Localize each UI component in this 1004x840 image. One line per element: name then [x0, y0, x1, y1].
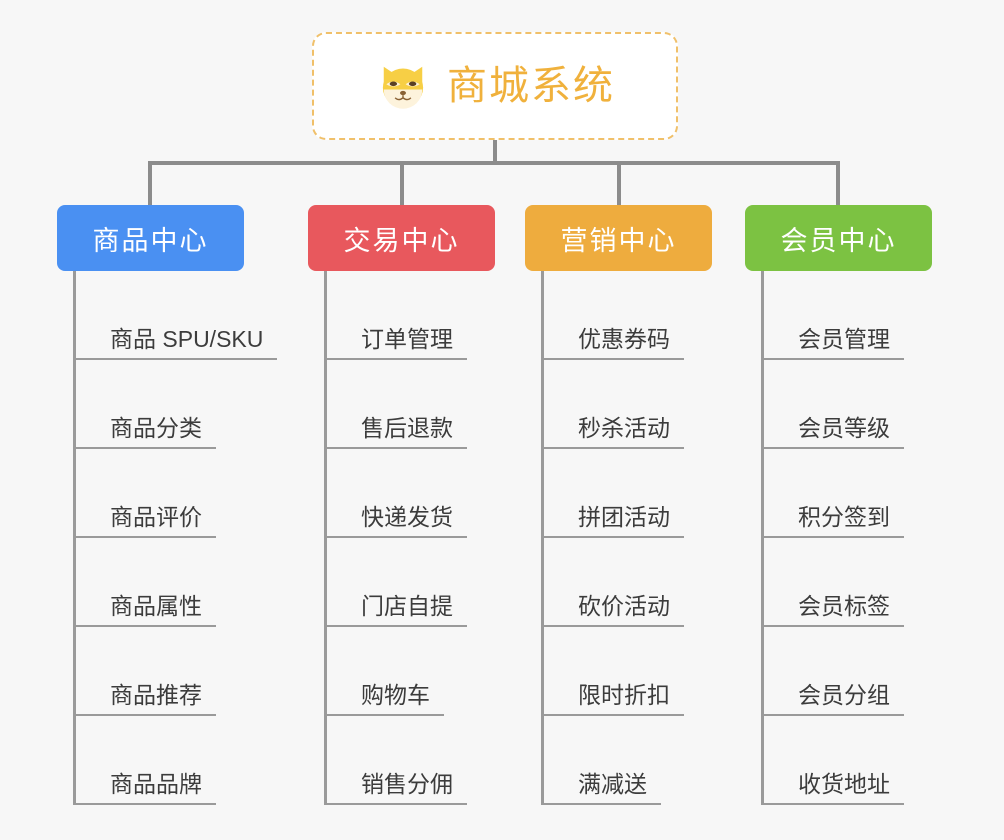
item-label: 门店自提: [327, 592, 467, 627]
connector-bus: [148, 161, 840, 165]
category-label-0: 商品中心: [92, 225, 209, 256]
list-item[interactable]: 门店自提: [327, 538, 538, 627]
item-label: 快递发货: [327, 503, 467, 538]
list-item[interactable]: 会员标签: [764, 538, 975, 627]
list-item[interactable]: 商品 SPU/SKU: [76, 271, 297, 360]
branch-column-0: 商品中心 商品 SPU/SKU 商品分类 商品评价 商品属性 商品推荐 商品品牌: [57, 205, 297, 805]
list-item[interactable]: 砍价活动: [544, 538, 753, 627]
item-label: 商品分类: [76, 414, 216, 449]
list-item[interactable]: 满减送: [544, 716, 753, 805]
branch-column-1: 交易中心 订单管理 售后退款 快递发货 门店自提 购物车 销售分佣: [308, 205, 538, 805]
list-item[interactable]: 会员分组: [764, 627, 975, 716]
category-header-0[interactable]: 商品中心: [57, 205, 244, 271]
connector-drop-3: [836, 161, 840, 205]
list-item[interactable]: 积分签到: [764, 449, 975, 538]
item-label: 会员分组: [764, 681, 904, 716]
list-item[interactable]: 优惠券码: [544, 271, 753, 360]
connector-root-stem: [493, 140, 497, 164]
list-item[interactable]: 销售分佣: [327, 716, 538, 805]
item-label: 商品推荐: [76, 681, 216, 716]
list-item[interactable]: 订单管理: [327, 271, 538, 360]
list-item[interactable]: 商品推荐: [76, 627, 297, 716]
list-item[interactable]: 售后退款: [327, 360, 538, 449]
list-item[interactable]: 拼团活动: [544, 449, 753, 538]
connector-drop-0: [148, 161, 152, 205]
connector-drop-2: [617, 161, 621, 205]
item-label: 秒杀活动: [544, 414, 684, 449]
item-list-0: 商品 SPU/SKU 商品分类 商品评价 商品属性 商品推荐 商品品牌: [73, 271, 297, 805]
category-label-3: 会员中心: [780, 225, 897, 256]
list-item[interactable]: 商品属性: [76, 538, 297, 627]
list-item[interactable]: 商品评价: [76, 449, 297, 538]
item-label: 砍价活动: [544, 592, 684, 627]
branch-column-3: 会员中心 会员管理 会员等级 积分签到 会员标签 会员分组 收货地址: [745, 205, 975, 805]
list-item[interactable]: 商品分类: [76, 360, 297, 449]
item-label: 限时折扣: [544, 681, 684, 716]
item-label: 满减送: [544, 770, 661, 805]
list-item[interactable]: 收货地址: [764, 716, 975, 805]
item-list-2: 优惠券码 秒杀活动 拼团活动 砍价活动 限时折扣 满减送: [541, 271, 753, 805]
list-item[interactable]: 会员等级: [764, 360, 975, 449]
item-label: 商品 SPU/SKU: [76, 325, 278, 360]
list-item[interactable]: 秒杀活动: [544, 360, 753, 449]
list-item[interactable]: 商品品牌: [76, 716, 297, 805]
item-label: 购物车: [327, 681, 444, 716]
root-node[interactable]: 商城系统: [312, 32, 678, 140]
item-list-3: 会员管理 会员等级 积分签到 会员标签 会员分组 收货地址: [761, 271, 975, 805]
item-label: 优惠券码: [544, 325, 684, 360]
category-label-1: 交易中心: [343, 225, 460, 256]
shiba-dog-icon: [382, 66, 424, 109]
root-label: 商城系统: [447, 64, 615, 108]
item-label: 订单管理: [327, 325, 467, 360]
category-header-1[interactable]: 交易中心: [308, 205, 495, 271]
list-item[interactable]: 限时折扣: [544, 627, 753, 716]
connector-drop-1: [400, 161, 404, 205]
item-label: 商品属性: [76, 592, 216, 627]
branch-column-2: 营销中心 优惠券码 秒杀活动 拼团活动 砍价活动 限时折扣 满减送: [525, 205, 753, 805]
item-label: 收货地址: [764, 770, 904, 805]
item-label: 销售分佣: [327, 770, 467, 805]
item-label: 商品品牌: [76, 770, 216, 805]
list-item[interactable]: 快递发货: [327, 449, 538, 538]
item-list-1: 订单管理 售后退款 快递发货 门店自提 购物车 销售分佣: [324, 271, 538, 805]
list-item[interactable]: 会员管理: [764, 271, 975, 360]
item-label: 会员管理: [764, 325, 904, 360]
list-item[interactable]: 购物车: [327, 627, 538, 716]
item-label: 商品评价: [76, 503, 216, 538]
category-label-2: 营销中心: [560, 225, 677, 256]
item-label: 积分签到: [764, 503, 904, 538]
category-header-3[interactable]: 会员中心: [745, 205, 932, 271]
category-header-2[interactable]: 营销中心: [525, 205, 712, 271]
item-label: 会员标签: [764, 592, 904, 627]
item-label: 售后退款: [327, 414, 467, 449]
item-label: 会员等级: [764, 414, 904, 449]
item-label: 拼团活动: [544, 503, 684, 538]
